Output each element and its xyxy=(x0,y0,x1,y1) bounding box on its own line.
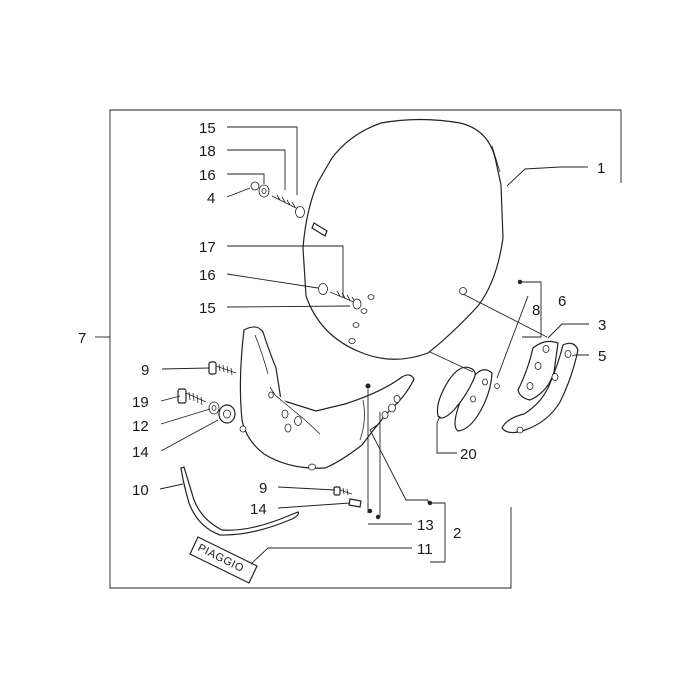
leader-lines xyxy=(159,126,589,565)
middle-screw-set xyxy=(318,283,362,310)
upper-screw-set xyxy=(250,181,328,237)
callout-19: 19 xyxy=(132,394,149,411)
nut-pins xyxy=(365,383,381,520)
callout-4: 4 xyxy=(207,190,215,207)
callout-3: 3 xyxy=(598,317,606,334)
callout-14: 14 xyxy=(132,444,149,461)
callout-labels: 15 18 16 4 1 17 16 15 7 9 19 12 14 10 9 … xyxy=(78,120,606,558)
gasket xyxy=(436,366,476,419)
callout-9: 9 xyxy=(259,480,267,497)
assembly-frame xyxy=(109,109,622,589)
callout-15: 15 xyxy=(199,300,216,317)
callout-9: 9 xyxy=(141,362,149,379)
mount-hole xyxy=(459,287,467,295)
cap-nut xyxy=(250,181,260,191)
callout-18: 18 xyxy=(199,143,216,160)
callout-1: 1 xyxy=(597,160,605,177)
callout-13: 13 xyxy=(417,517,434,534)
callout-15: 15 xyxy=(199,120,216,137)
callout-12: 12 xyxy=(132,418,149,435)
mount-bracket-3 xyxy=(517,340,559,401)
washer xyxy=(318,283,328,295)
callout-7: 7 xyxy=(78,330,86,347)
bolt-lower xyxy=(177,388,236,424)
screw-head xyxy=(311,222,328,237)
callout-5: 5 xyxy=(598,348,606,365)
bushing xyxy=(348,498,362,508)
callout-14: 14 xyxy=(250,501,267,518)
piaggio-badge: PIAGGIO xyxy=(189,536,258,584)
callout-8: 8 xyxy=(532,302,540,319)
callout-10: 10 xyxy=(132,482,149,499)
bolt-bottom xyxy=(333,486,362,508)
callout-16: 16 xyxy=(199,167,216,184)
bolt-upper xyxy=(208,361,237,376)
front-bracket xyxy=(239,326,415,471)
callout-20: 20 xyxy=(460,446,477,463)
spacer xyxy=(295,206,305,218)
callout-17: 17 xyxy=(199,239,216,256)
spacer xyxy=(352,298,362,310)
callout-6: 6 xyxy=(558,293,566,310)
callout-16: 16 xyxy=(199,267,216,284)
callout-2: 2 xyxy=(453,525,461,542)
callout-11: 11 xyxy=(417,541,433,558)
mount-plate-8 xyxy=(454,369,500,432)
guard-wire xyxy=(180,466,299,536)
windshield xyxy=(302,118,504,360)
